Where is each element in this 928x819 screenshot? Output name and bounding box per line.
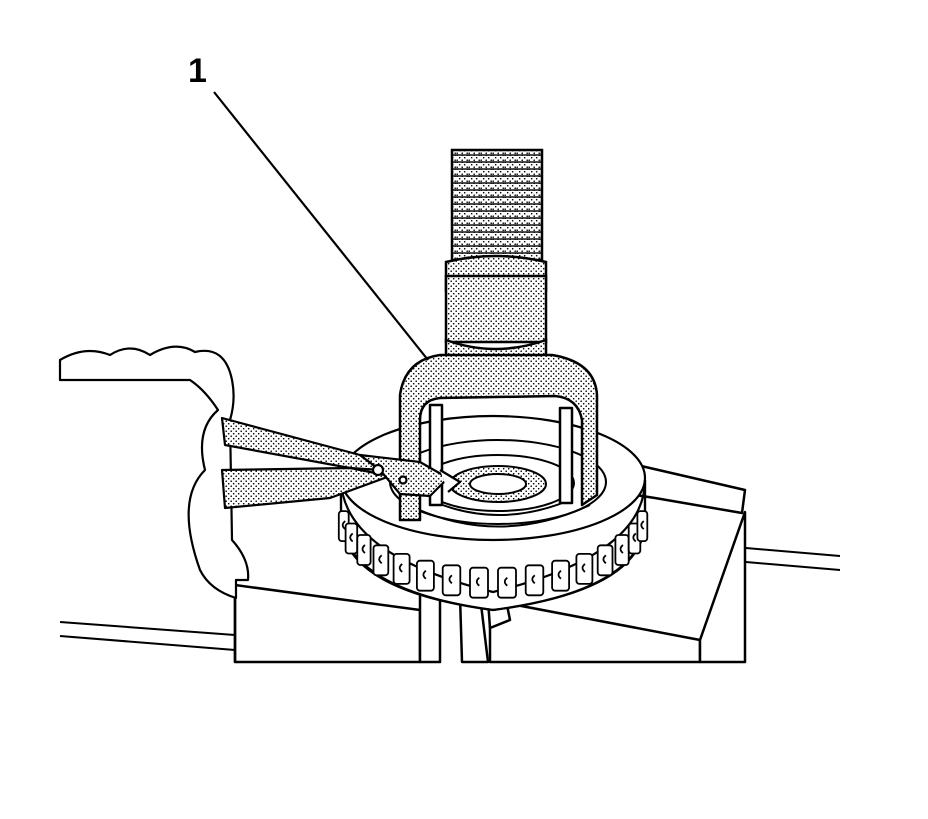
bench-vise (233, 454, 747, 664)
bench-lines (59, 547, 841, 651)
callout-number: 1 (188, 52, 207, 90)
spring-compressor-rod (444, 148, 548, 382)
lug-notch (619, 544, 624, 554)
lug-notch (341, 520, 346, 530)
lug-notch (632, 532, 637, 543)
lug-notch (361, 544, 366, 554)
drum-lug (372, 544, 390, 577)
lug-notch (378, 554, 383, 565)
drum-lug (344, 522, 359, 555)
lug-notch (531, 574, 536, 585)
drum-inner (389, 439, 607, 528)
snap-ring-pliers (220, 416, 462, 510)
lug-notch (398, 563, 403, 573)
drum-lug (356, 534, 372, 566)
drum-lug (575, 553, 594, 585)
lug-notch (503, 576, 508, 587)
drum-lug (441, 564, 462, 597)
drum-lug (614, 534, 630, 566)
lug-notch (349, 532, 354, 543)
lug-notch (640, 520, 645, 530)
drum-lug (596, 544, 614, 577)
callout-leader-line (213, 91, 429, 361)
drum-lug (524, 564, 545, 597)
lug-notch (581, 563, 586, 573)
drum-lugs (337, 510, 649, 599)
lug-notch (448, 574, 453, 585)
drum-lug (469, 566, 489, 599)
drum-lug (551, 559, 570, 592)
lug-notch (422, 569, 427, 580)
lug-notch (557, 569, 562, 580)
hand (58, 345, 250, 600)
drum-lug (415, 559, 435, 592)
lug-notch (475, 576, 480, 587)
lug-notch (602, 554, 607, 565)
drum-lug (497, 566, 517, 599)
drum-lug (392, 553, 411, 585)
